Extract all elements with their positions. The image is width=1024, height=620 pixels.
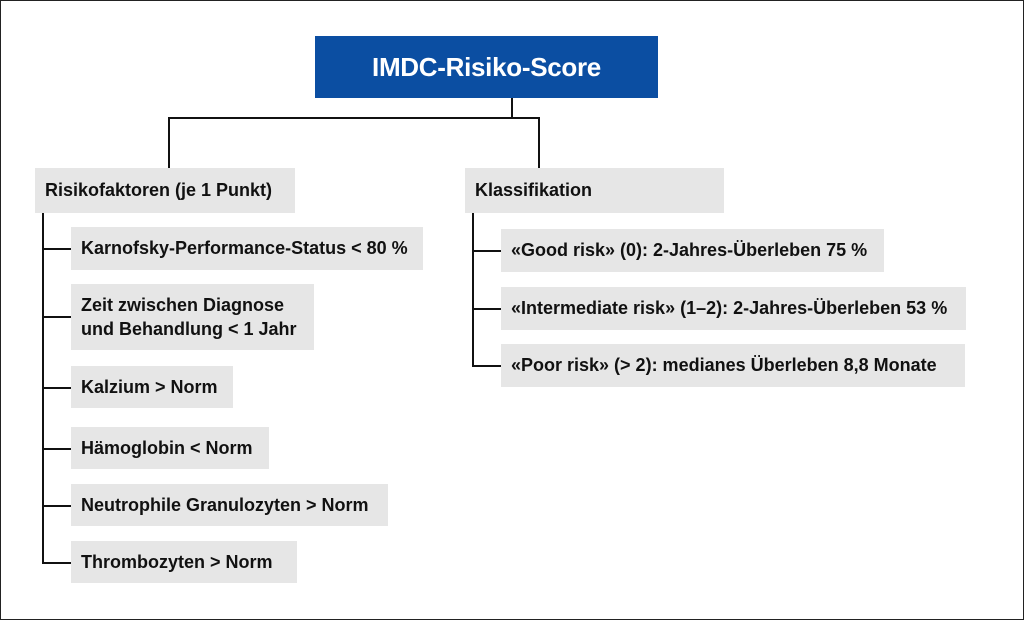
connector-horizontal-bar	[168, 117, 540, 119]
risk-factor-branch-4	[42, 448, 71, 450]
risk-factor-item: Neutrophile Granulozyten > Norm	[71, 484, 388, 526]
risk-factor-item: Zeit zwischen Diagnose und Behandlung < …	[71, 284, 314, 350]
risk-factor-branch-5	[42, 505, 71, 507]
classification-item: «Good risk» (0): 2-Jahres-Überleben 75 %	[501, 229, 884, 272]
risk-factor-item: Kalzium > Norm	[71, 366, 233, 408]
risk-factors-heading: Risikofaktoren (je 1 Punkt)	[35, 168, 295, 213]
connector-title-stem	[511, 98, 513, 118]
classification-heading: Klassifikation	[465, 168, 724, 213]
risk-factor-branch-3	[42, 387, 71, 389]
risk-factor-branch-6	[42, 562, 71, 564]
diagram-title: IMDC-Risiko-Score	[315, 36, 658, 98]
connector-left-drop	[168, 117, 170, 168]
classification-branch-1	[472, 250, 501, 252]
risk-factor-branch-1	[42, 248, 71, 250]
connector-right-drop	[538, 117, 540, 168]
risk-factor-item: Hämoglobin < Norm	[71, 427, 269, 469]
classification-branch-3	[472, 365, 501, 367]
risk-factor-item: Thrombozyten > Norm	[71, 541, 297, 583]
classification-spine	[472, 213, 474, 367]
risk-factor-item: Karnofsky-Performance-Status < 80 %	[71, 227, 423, 270]
classification-item: «Intermediate risk» (1–2): 2-Jahres-Über…	[501, 287, 966, 330]
classification-branch-2	[472, 308, 501, 310]
classification-item: «Poor risk» (> 2): medianes Überleben 8,…	[501, 344, 965, 387]
risk-factor-branch-2	[42, 316, 71, 318]
